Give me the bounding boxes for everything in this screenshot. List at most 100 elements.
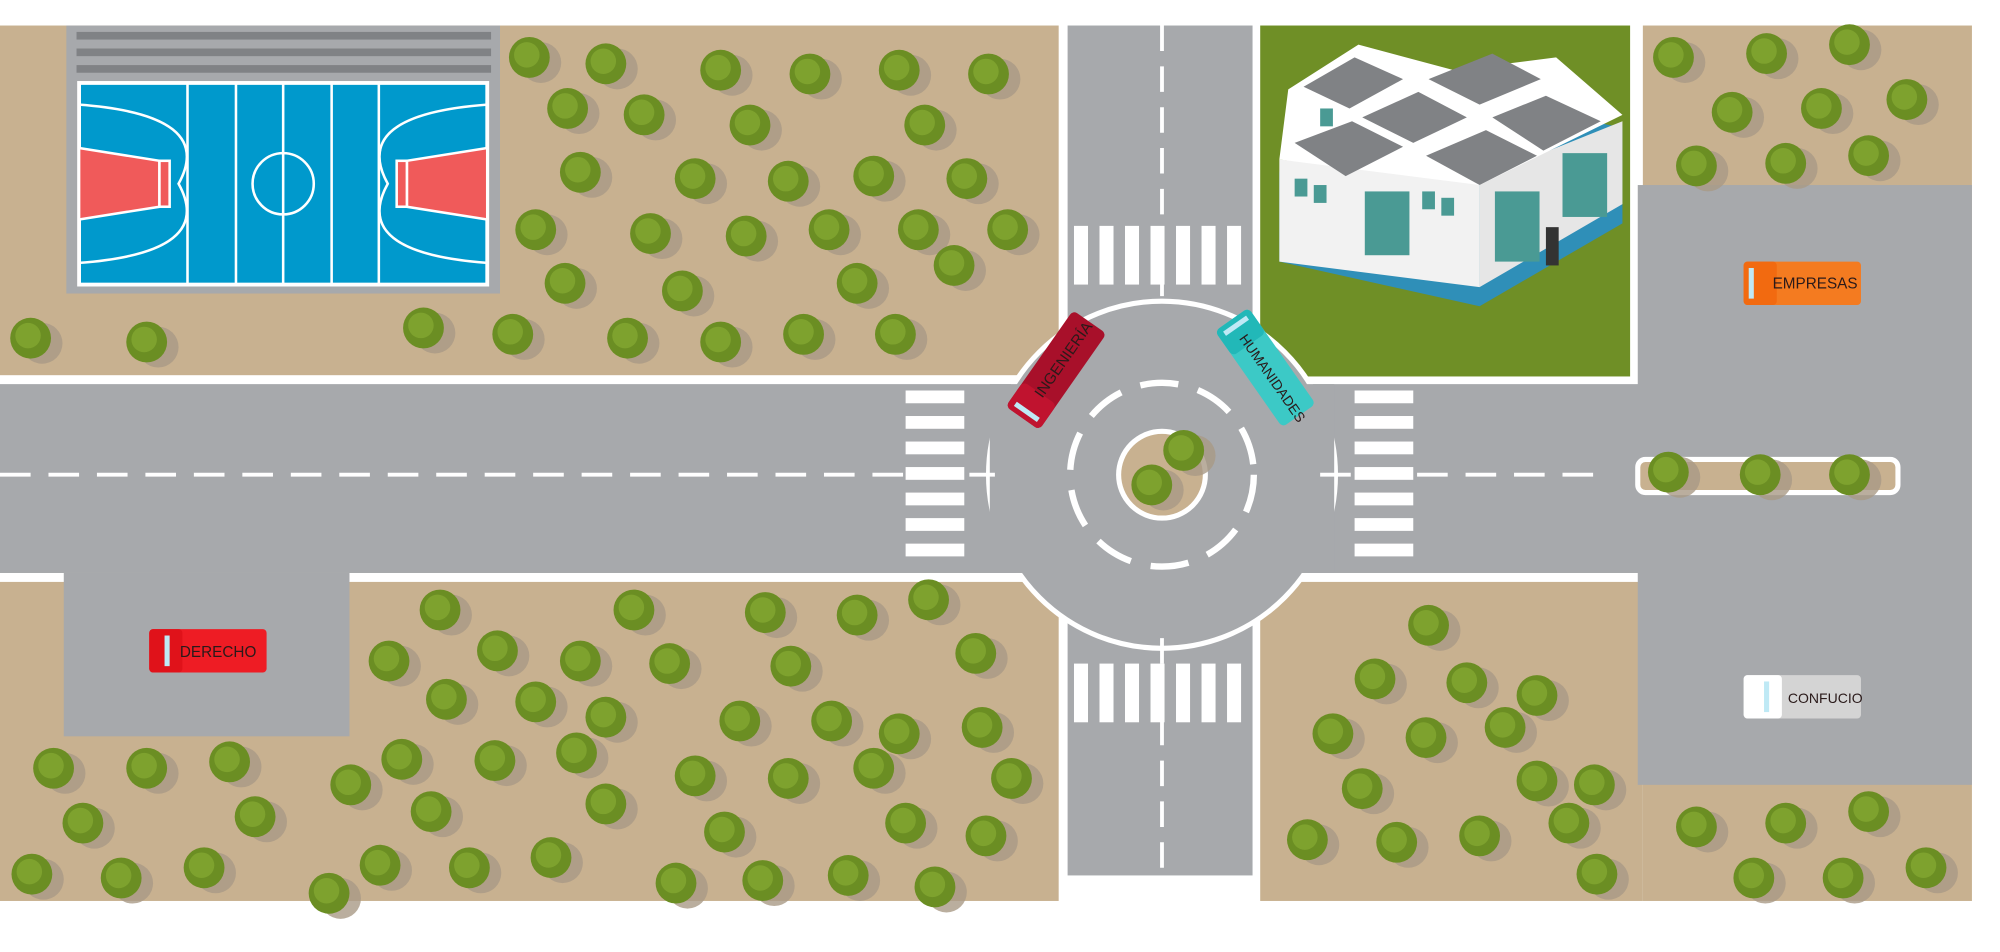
tree bbox=[359, 844, 412, 891]
crosswalk-stripe bbox=[1201, 225, 1216, 285]
tree bbox=[544, 262, 597, 309]
roundabout-lane-ring bbox=[1066, 379, 1258, 570]
tree bbox=[403, 307, 456, 354]
tree bbox=[1739, 454, 1793, 501]
crosswalk-stripe bbox=[1099, 225, 1114, 285]
tree bbox=[1848, 135, 1901, 182]
buses: INGENIERÍA HUMANIDADES EMPRESAS CONFUCIO… bbox=[149, 261, 1863, 719]
tree bbox=[808, 209, 861, 256]
tree bbox=[630, 213, 683, 260]
tree bbox=[410, 791, 464, 838]
tree bbox=[1405, 717, 1458, 764]
tree bbox=[1408, 604, 1461, 651]
tree bbox=[1573, 764, 1627, 811]
crosswalk-stripe bbox=[1354, 467, 1414, 480]
tree bbox=[961, 706, 1015, 753]
tree bbox=[1446, 662, 1499, 709]
tree bbox=[725, 215, 779, 262]
crosswalk-stripe bbox=[905, 543, 965, 557]
crosswalk-stripe bbox=[1354, 441, 1414, 455]
bus-confucio[interactable]: CONFUCIO bbox=[1743, 675, 1863, 719]
tree bbox=[1131, 464, 1184, 511]
tree bbox=[530, 837, 583, 884]
bus-derecho[interactable]: DERECHO bbox=[149, 629, 267, 673]
tree bbox=[419, 589, 472, 636]
tree bbox=[853, 155, 906, 202]
tree bbox=[908, 579, 961, 626]
tree bbox=[381, 738, 434, 785]
tree bbox=[1576, 853, 1629, 900]
tree bbox=[11, 853, 64, 900]
tree bbox=[1746, 33, 1799, 80]
tree bbox=[767, 758, 821, 804]
tree bbox=[1829, 24, 1882, 71]
tree bbox=[1676, 145, 1729, 192]
tree bbox=[426, 678, 479, 725]
tree bbox=[700, 49, 753, 96]
crosswalk-stripe bbox=[1354, 390, 1414, 404]
crosswalk-stripe bbox=[905, 467, 965, 480]
basketball-court bbox=[66, 25, 500, 294]
bus-empresas[interactable]: EMPRESAS bbox=[1743, 261, 1861, 305]
crosswalk-stripe bbox=[1227, 225, 1242, 285]
tree bbox=[1848, 791, 1901, 838]
tree bbox=[1484, 706, 1537, 753]
tree bbox=[661, 270, 715, 317]
crosswalk-stripe bbox=[905, 390, 965, 404]
tree bbox=[987, 209, 1040, 256]
tree bbox=[742, 860, 795, 907]
tree bbox=[1653, 37, 1706, 83]
tree bbox=[878, 713, 932, 760]
crosswalk-stripe bbox=[905, 518, 965, 531]
tree bbox=[885, 802, 938, 849]
tree bbox=[729, 104, 782, 151]
tree bbox=[100, 857, 154, 904]
tree bbox=[613, 589, 666, 636]
crosswalks bbox=[905, 225, 1414, 723]
tree bbox=[1354, 658, 1407, 705]
crosswalk-stripe bbox=[1073, 225, 1089, 285]
tree bbox=[1516, 760, 1569, 807]
tree bbox=[811, 700, 864, 747]
tree bbox=[1829, 454, 1882, 501]
tree bbox=[1765, 802, 1818, 849]
tree bbox=[209, 741, 262, 788]
tree bbox=[1647, 451, 1701, 498]
tree bbox=[946, 158, 999, 205]
tree bbox=[585, 696, 638, 743]
tree bbox=[492, 313, 545, 360]
tree bbox=[126, 321, 179, 368]
tree bbox=[704, 811, 757, 858]
tree bbox=[783, 313, 836, 360]
crosswalk-stripe bbox=[905, 441, 965, 455]
tree bbox=[1822, 857, 1875, 904]
tree bbox=[559, 640, 613, 687]
tree bbox=[448, 847, 502, 894]
tree bbox=[1516, 675, 1569, 722]
tree bbox=[955, 632, 1008, 679]
crosswalk-stripe bbox=[1125, 225, 1140, 285]
tree bbox=[1733, 857, 1786, 904]
crosswalk-stripe bbox=[1176, 225, 1191, 285]
tree bbox=[1286, 819, 1340, 866]
crosswalk-stripe bbox=[1354, 518, 1414, 531]
tree bbox=[767, 160, 821, 207]
trees bbox=[10, 24, 1958, 919]
tree bbox=[674, 755, 728, 802]
tree bbox=[183, 847, 236, 894]
tree bbox=[1765, 142, 1818, 189]
tree bbox=[991, 758, 1044, 804]
tree bbox=[875, 313, 928, 360]
tree bbox=[515, 681, 568, 728]
tree bbox=[789, 53, 842, 100]
tree bbox=[770, 645, 823, 692]
crosswalk-stripe bbox=[1176, 663, 1191, 723]
tree bbox=[674, 158, 728, 205]
tree bbox=[933, 245, 986, 291]
tree bbox=[508, 37, 562, 83]
crosswalk-stripe bbox=[1125, 663, 1140, 723]
tree bbox=[1312, 713, 1365, 760]
crosswalk-stripe bbox=[1150, 225, 1165, 285]
tree bbox=[897, 209, 951, 256]
